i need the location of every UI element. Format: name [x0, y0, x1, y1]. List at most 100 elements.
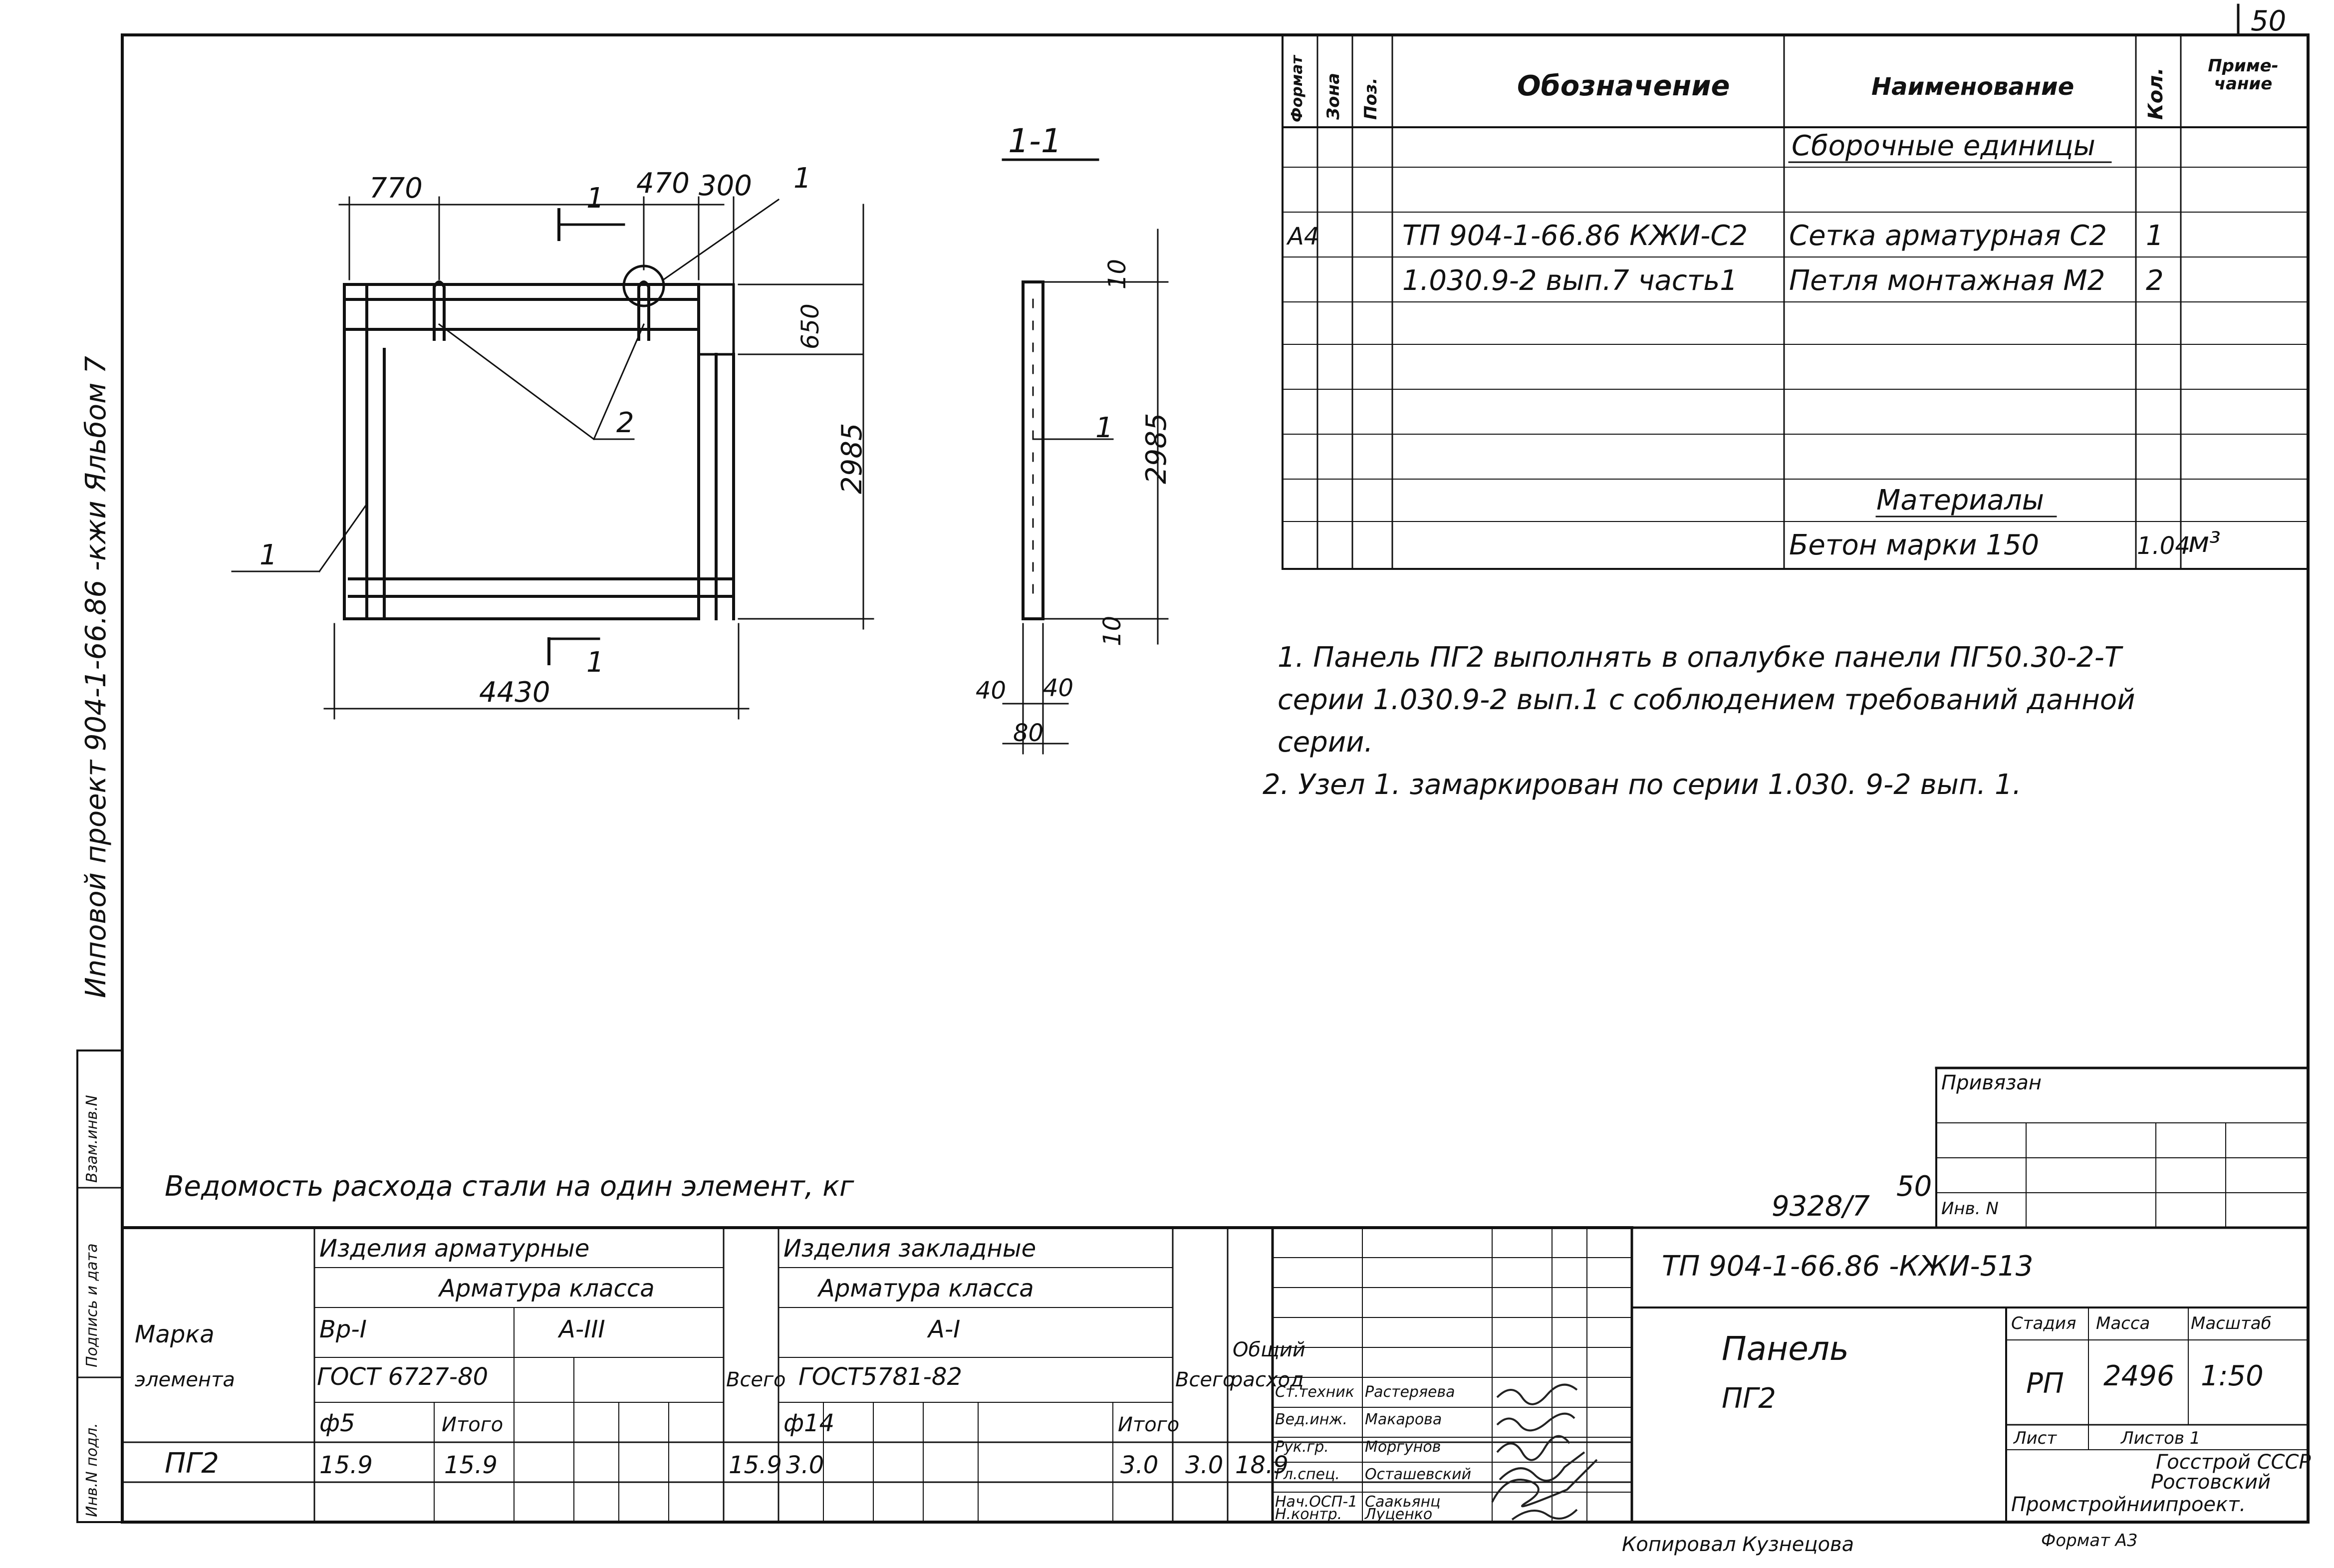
product-code: ПГ2 [1722, 1382, 1776, 1415]
signer-role: Гл.спец. [1275, 1466, 1340, 1483]
steel-row-total-1: 15.9 [729, 1451, 782, 1479]
drawing-code: ТП 904-1-66.86 -КЖИ-513 [1662, 1250, 2034, 1283]
product-title: Панель [1722, 1329, 1849, 1368]
steel-h-embedded: Изделия закладные [783, 1235, 1037, 1263]
dim-770: 770 [369, 172, 423, 205]
signer-role: Нач.ОСП-1 [1275, 1493, 1358, 1511]
spec-header-name: Наименование [1871, 73, 2075, 101]
spec-table-grid [1282, 34, 2309, 570]
steel-row-phi5: 15.9 [319, 1451, 373, 1479]
h-scale: Масштаб [2191, 1313, 2272, 1333]
leader-1-top: 1 [793, 162, 811, 195]
dim-40-right: 40 [1043, 674, 1074, 702]
steel-h-arm-class-2: Арматура класса [818, 1275, 1034, 1303]
dim-300: 300 [699, 170, 752, 202]
h-mass: Масса [2096, 1313, 2150, 1333]
spec-row2-designation: 1.030.9-2 вып.7 часть1 [1402, 264, 1738, 297]
steel-h-gost-2: ГОСТ5781-82 [798, 1363, 962, 1391]
spec-section-materials: Материалы [1876, 484, 2044, 517]
steel-h-gost-1: ГОСТ 6727-80 [317, 1363, 489, 1391]
note-line-4: 2. Узел 1. замаркирован по серии 1.030. … [1263, 769, 2022, 801]
section-mark-top: 1 [586, 182, 604, 215]
left-strip [76, 1049, 123, 1523]
scale-value: 1:50 [2201, 1360, 2264, 1392]
org-line-3: Промстройниипроект. [2011, 1493, 2246, 1516]
title-block-grid [1630, 1066, 2310, 1524]
steel-h-total-1: Всего [726, 1368, 786, 1391]
steel-h-arm-products: Изделия арматурные [319, 1235, 590, 1263]
steel-h-bpi: Вр-I [319, 1315, 367, 1343]
spec-row2-name: Петля монтажная М2 [1789, 264, 2105, 297]
spec-material-unit: м³ [2188, 526, 2221, 559]
sheet-number: 50 [2251, 5, 2287, 37]
signature-mark [1511, 1509, 1578, 1521]
steel-row-phi14: 3.0 [786, 1451, 824, 1479]
signer-name: Осташевский [1365, 1466, 1472, 1483]
note-line-2: серии 1.030.9-2 вып.1 с соблюдением треб… [1278, 684, 2135, 716]
steel-h-arm-class-1: Арматура класса [439, 1275, 655, 1303]
section-view [1022, 280, 1044, 620]
steel-row-mark: ПГ2 [165, 1447, 219, 1480]
steel-h-ai: А-I [928, 1315, 961, 1343]
steel-h-itogo-1: Итого [442, 1413, 504, 1436]
h-stage: Стадия [2011, 1313, 2076, 1333]
format-label: Формат А3 [2041, 1531, 2138, 1551]
spec-row2-qty: 2 [2146, 264, 2164, 297]
spec-header-note: Приме- чание [2208, 56, 2279, 94]
note-line-3: серии. [1278, 726, 1373, 759]
signer-name: Макарова [1365, 1411, 1442, 1428]
steel-h-element: элемента [135, 1368, 235, 1391]
inv-no-label: Инв. N [1941, 1199, 1999, 1219]
doc-number: 9328/7 [1772, 1190, 1870, 1223]
leader-1-left: 1 [259, 539, 277, 571]
signer-grid [1272, 1227, 1632, 1523]
steel-row-total-2: 3.0 [1185, 1451, 1224, 1479]
signer-name: Растеряева [1365, 1383, 1455, 1401]
steel-row-itogo-1: 15.9 [444, 1451, 498, 1479]
steel-row-common: 18.9 [1235, 1451, 1289, 1479]
steel-h-mark: Марка [135, 1320, 215, 1348]
steel-row-itogo-2: 3.0 [1120, 1451, 1159, 1479]
section-title: 1-1 [1008, 122, 1062, 160]
signer-role: Рук.гр. [1275, 1438, 1329, 1456]
stage-value: РП [2026, 1367, 2064, 1400]
spec-material-name: Бетон марки 150 [1789, 529, 2040, 561]
signature-mark [1491, 1459, 1598, 1508]
dim-80: 80 [1013, 719, 1044, 747]
leader-1-section: 1 [1095, 412, 1113, 444]
steel-h-phi5: ф5 [319, 1409, 355, 1437]
leader-2: 2 [616, 407, 634, 439]
spec-row1-qty: 1 [2146, 220, 2164, 252]
mass-value: 2496 [2103, 1360, 2175, 1392]
spec-material-qty: 1.04 [2137, 532, 2190, 560]
signature-mark [1496, 1383, 1578, 1405]
signature-mark [1499, 1451, 1585, 1482]
steel-h-common: Общий [1233, 1338, 1305, 1361]
dim-470: 470 [636, 167, 690, 200]
steel-h-total-2: Всего [1175, 1368, 1235, 1391]
dim-40-left: 40 [976, 677, 1007, 705]
steel-h-phi14: ф14 [783, 1409, 835, 1437]
steel-h-aiii: А-III [559, 1315, 605, 1343]
spec-row1-designation: ТП 904-1-66.86 КЖИ-С2 [1402, 220, 1748, 252]
sheet-frame [121, 33, 2310, 1524]
steel-table-caption: Ведомость расхода стали на один элемент,… [165, 1170, 854, 1203]
signer-name: Луценко [1365, 1506, 1433, 1523]
panel-elevation [343, 280, 735, 620]
signature-mark [1496, 1412, 1575, 1432]
note-line-1: 1. Панель ПГ2 выполнять в опалубке панел… [1278, 641, 2122, 674]
steel-h-rashod: расход [1230, 1368, 1304, 1391]
spec-section-assemblies: Сборочные единицы [1792, 130, 2095, 162]
sheets-label: Листов 1 [2121, 1428, 2201, 1448]
org-line-1: Госстрой СССР [2156, 1451, 2311, 1474]
sheet-ref: 50 [1896, 1170, 1932, 1203]
signer-role: Ст.техник [1275, 1383, 1354, 1401]
signature-mark [1496, 1435, 1570, 1461]
signer-name: Саакьянц [1365, 1493, 1441, 1511]
org-line-2: Ростовский [2151, 1471, 2271, 1494]
spec-header-designation: Обозначение [1517, 70, 1730, 102]
sheet-label: Лист [2014, 1428, 2057, 1448]
privyazan-label: Привязан [1941, 1071, 2042, 1094]
